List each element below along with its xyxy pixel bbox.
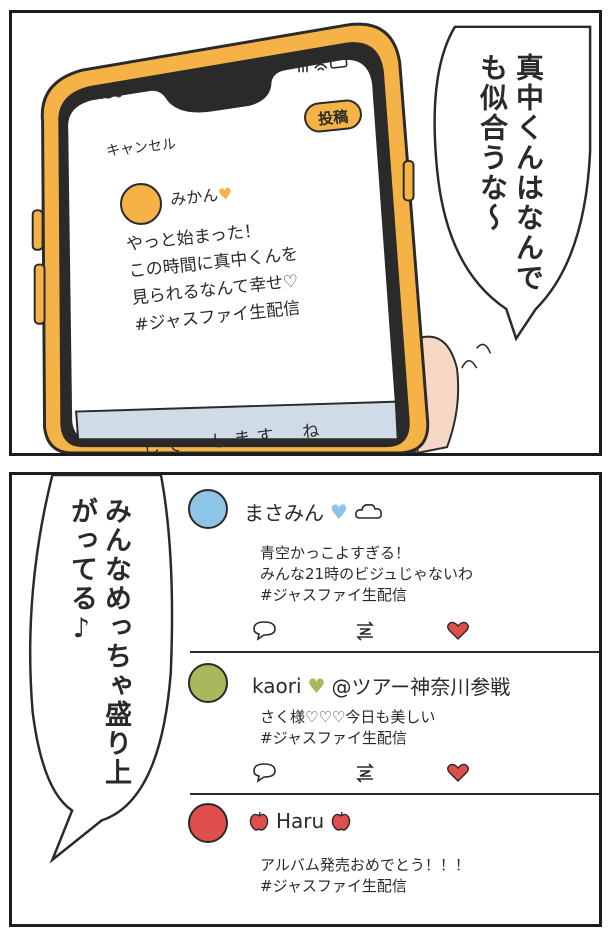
post-text: 青空かっこよすぎる！ みんな21時のビジュじゃないわ #ジャスファイ生配信 xyxy=(260,543,473,606)
username: まさみん xyxy=(244,501,324,525)
chevron-down-icon[interactable]: ∨ xyxy=(400,415,411,431)
reply-icon[interactable] xyxy=(250,761,280,783)
feed-illustration xyxy=(28,475,174,864)
post-line: アルバム発売おめでとう！！！ xyxy=(260,856,470,874)
username: kaori xyxy=(252,673,302,698)
cloud-icon xyxy=(354,503,382,519)
post-text: さく様♡♡♡今日も美しい #ジャスファイ生配信 xyxy=(260,707,435,749)
manga-panel-top: 21:30 投稿 キャンセル みかん♥ やっと始まった！ この時間に真中くんを … xyxy=(9,10,602,456)
manga-panel-bottom: みんなめっちゃ盛り上がってる♪ まさみん ♥ 青空かっこよすぎる！ みんな21時… xyxy=(9,472,602,927)
post-user-name: まさみん ♥ xyxy=(244,497,384,526)
feed-divider xyxy=(190,651,599,653)
avatar xyxy=(188,803,228,843)
heart-green-icon: ♥ xyxy=(307,673,326,698)
avatar xyxy=(188,489,228,529)
avatar xyxy=(188,663,228,703)
apple-icon xyxy=(331,811,351,831)
speech-bubble-text: 真中くんはなんでも似合うな〜 xyxy=(476,53,545,293)
post-line: #ジャスファイ生配信 xyxy=(260,586,407,604)
post-line: みんな21時のビジュじゃないわ xyxy=(260,565,474,583)
apple-icon xyxy=(249,811,269,831)
speech-bubble-text: みんなめっちゃ盛り上がってる♪ xyxy=(66,497,131,787)
post-user-name: kaori ♥ @ツアー神奈川参戦 xyxy=(252,671,510,700)
post-line: #ジャスファイ生配信 xyxy=(260,729,407,747)
reply-icon[interactable] xyxy=(250,619,280,641)
post-compose-text[interactable]: やっと始まった！ この時間に真中くんを 見られるなんて幸せ♡ #ジャスファイ生配… xyxy=(125,214,305,339)
heart-blue-icon: ♥ xyxy=(330,499,348,524)
repost-icon[interactable] xyxy=(352,761,378,785)
post-user-name: Haru xyxy=(248,809,352,833)
username: Haru xyxy=(276,809,325,833)
like-icon[interactable] xyxy=(446,763,470,783)
username-suffix: @ツアー神奈川参戦 xyxy=(331,675,511,699)
feed-divider xyxy=(190,793,599,795)
heart-orange-icon: ♥ xyxy=(217,183,234,205)
post-line: さく様♡♡♡今日も美しい xyxy=(260,708,436,726)
post-line: #ジャスファイ生配信 xyxy=(260,877,407,895)
repost-icon[interactable] xyxy=(352,619,378,643)
username: みかん xyxy=(169,185,220,210)
post-text: アルバム発売おめでとう！！！ #ジャスファイ生配信 xyxy=(260,855,470,897)
post-line: 青空かっこよすぎる！ xyxy=(260,544,411,562)
like-icon[interactable] xyxy=(446,621,470,641)
avatar xyxy=(120,183,162,225)
